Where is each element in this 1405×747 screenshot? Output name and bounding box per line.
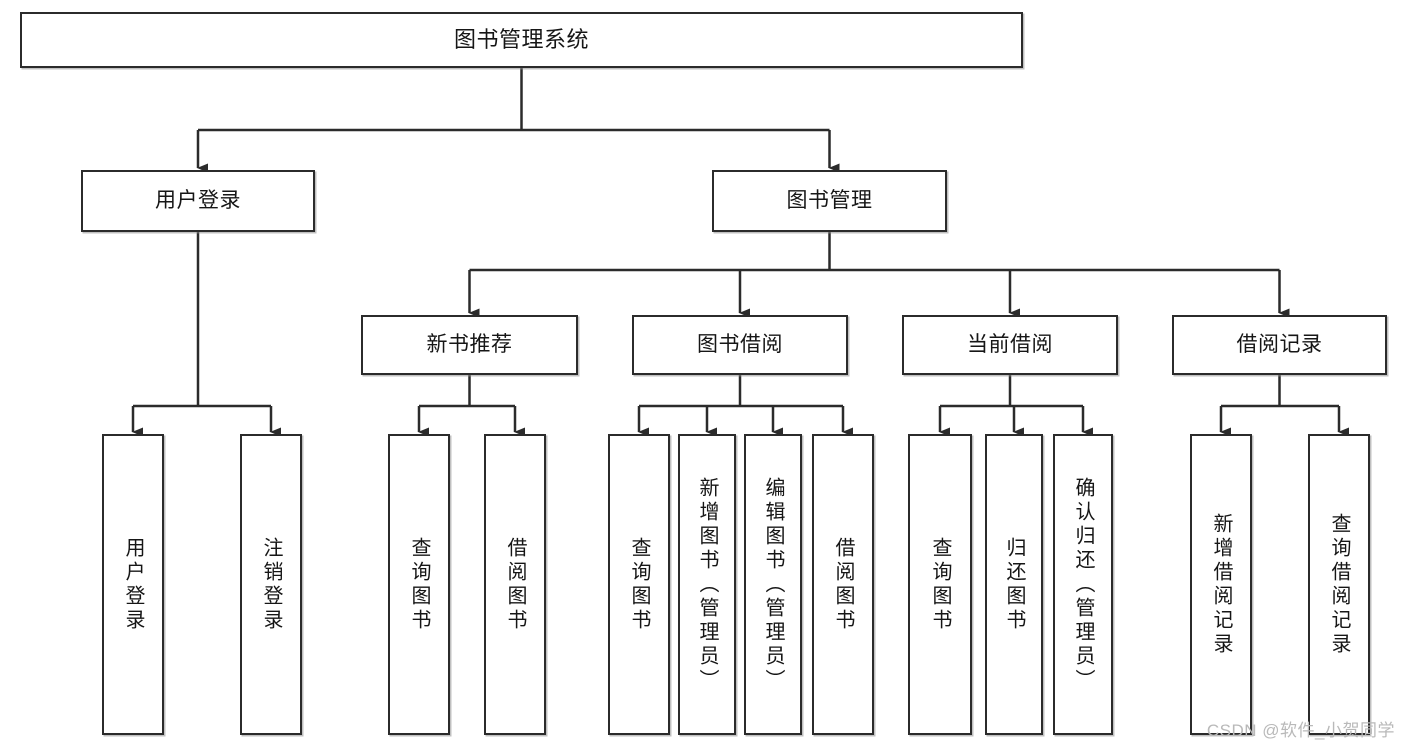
node-leaf-1[interactable]: 注销登录 — [240, 434, 302, 735]
node-label: 新增借阅记录 — [1210, 512, 1232, 657]
node-label: 借阅图书 — [832, 536, 854, 633]
node-leaf-11[interactable]: 新增借阅记录 — [1190, 434, 1252, 735]
node-leaf-5[interactable]: 新增图书（管理员） — [678, 434, 736, 735]
node-leaf-10[interactable]: 确认归还（管理员） — [1053, 434, 1113, 735]
node-leaf-0[interactable]: 用户登录 — [102, 434, 164, 735]
watermark-label: CSDN @软件_小贺同学 — [1206, 721, 1395, 740]
node-label: 新书推荐 — [426, 332, 513, 356]
node-label: 查询借阅记录 — [1328, 512, 1350, 657]
node-label: 图书管理 — [786, 188, 873, 212]
node-level2-0[interactable]: 新书推荐 — [361, 315, 578, 375]
node-level1-1[interactable]: 图书管理 — [712, 170, 947, 232]
node-label: 归还图书 — [1003, 536, 1025, 633]
node-label: 用户登录 — [122, 536, 144, 633]
node-leaf-3[interactable]: 借阅图书 — [484, 434, 546, 735]
node-label: 查询图书 — [929, 536, 951, 633]
node-level1-0[interactable]: 用户登录 — [81, 170, 315, 232]
node-label: 注销登录 — [260, 536, 282, 633]
node-label: 查询图书 — [408, 536, 430, 633]
node-leaf-4[interactable]: 查询图书 — [608, 434, 670, 735]
node-leaf-8[interactable]: 查询图书 — [908, 434, 972, 735]
node-leaf-12[interactable]: 查询借阅记录 — [1308, 434, 1370, 735]
node-leaf-2[interactable]: 查询图书 — [388, 434, 450, 735]
node-label: 当前借阅 — [967, 332, 1053, 356]
node-level2-3[interactable]: 借阅记录 — [1172, 315, 1387, 375]
node-level2-2[interactable]: 当前借阅 — [902, 315, 1118, 375]
node-label: 借阅图书 — [504, 536, 526, 633]
node-root-system[interactable]: 图书管理系统 — [20, 12, 1023, 68]
node-leaf-7[interactable]: 借阅图书 — [812, 434, 874, 735]
node-label: 确认归还（管理员） — [1072, 476, 1094, 693]
node-level2-1[interactable]: 图书借阅 — [632, 315, 848, 375]
node-label: 新增图书（管理员） — [696, 476, 718, 693]
node-leaf-6[interactable]: 编辑图书（管理员） — [744, 434, 802, 735]
node-leaf-9[interactable]: 归还图书 — [985, 434, 1043, 735]
node-label: 用户登录 — [155, 188, 241, 212]
node-label: 图书借阅 — [697, 332, 783, 356]
node-label: 图书管理系统 — [453, 27, 589, 53]
node-label: 编辑图书（管理员） — [762, 476, 784, 693]
node-label: 借阅记录 — [1236, 332, 1323, 356]
node-label: 查询图书 — [628, 536, 650, 633]
